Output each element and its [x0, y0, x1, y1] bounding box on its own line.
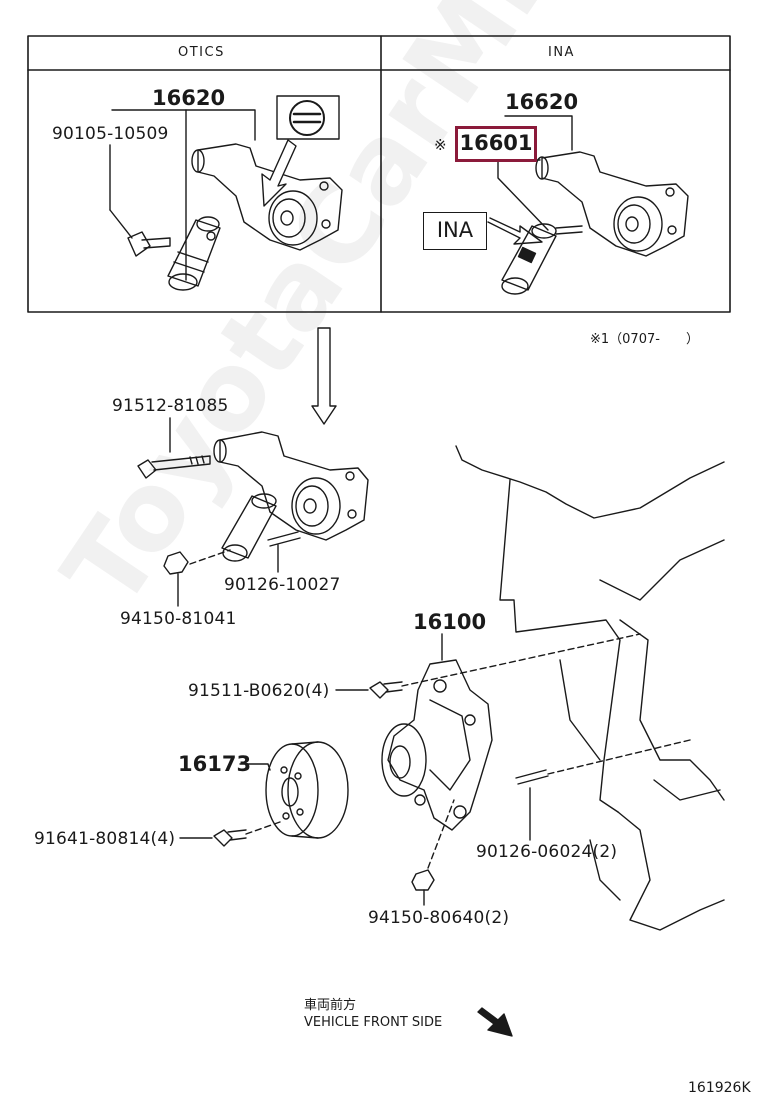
- vehicle-front-arrow: [477, 1007, 513, 1037]
- ina-tensioner-assembly: [487, 115, 689, 295]
- part-91511-B0620[interactable]: 91511-B0620(4): [188, 681, 330, 701]
- part-90126-06024[interactable]: 90126-06024(2): [476, 842, 618, 862]
- engine-block-outline: [455, 445, 725, 931]
- part-94150-80640[interactable]: 94150-80640(2): [368, 908, 510, 928]
- otics-header: OTICS: [178, 45, 225, 60]
- otics-part-bolt[interactable]: 90105-10509: [52, 124, 169, 144]
- ina-part-16620[interactable]: 16620: [505, 90, 579, 114]
- water-pump-assembly: [369, 633, 691, 906]
- vehicle-front-en: VEHICLE FRONT SIDE: [304, 1015, 443, 1030]
- otics-part-16620[interactable]: 16620: [152, 86, 226, 110]
- pulley-assembly: [179, 741, 349, 847]
- vehicle-front-jp: 車両前方: [304, 998, 357, 1013]
- note-mark: ※: [434, 136, 447, 154]
- top-panel-frame: [27, 35, 731, 313]
- main-tensioner-assembly: [137, 417, 369, 607]
- part-91512-81085[interactable]: 91512-81085: [112, 396, 229, 416]
- footnote: ※1（0707- ）: [590, 332, 699, 347]
- ina-header: INA: [548, 45, 575, 60]
- down-arrow: [311, 327, 337, 425]
- part-16173[interactable]: 16173: [178, 752, 252, 776]
- highlighted-part-16601[interactable]: 16601: [455, 126, 537, 162]
- part-94150-81041[interactable]: 94150-81041: [120, 609, 237, 629]
- ina-callout-box: INA: [423, 212, 487, 250]
- otics-tensioner-assembly: [109, 95, 343, 291]
- part-90126-10027[interactable]: 90126-10027: [224, 575, 341, 595]
- diagram-id: 161926K: [688, 1080, 751, 1096]
- part-16100[interactable]: 16100: [413, 610, 487, 634]
- part-91641-80814[interactable]: 91641-80814(4): [34, 829, 176, 849]
